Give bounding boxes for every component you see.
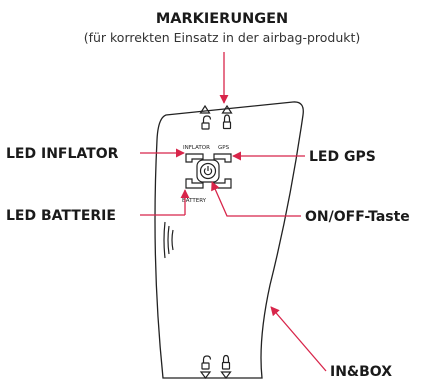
callout-led-battery: LED BATTERIE — [6, 208, 116, 224]
warning-triangle-icon — [221, 104, 233, 114]
device-label-inflator: INFLATOR — [183, 145, 210, 151]
device-label-gps: GPS — [218, 145, 230, 151]
unlock-icon — [201, 115, 212, 130]
callout-led-gps: LED GPS — [309, 149, 376, 165]
bottom-markings — [199, 354, 232, 379]
on-off-button[interactable] — [196, 159, 220, 183]
leader-inbox — [270, 306, 327, 372]
callout-led-inflator: LED INFLATOR — [6, 146, 119, 162]
power-icon — [203, 166, 213, 176]
device-label-battery: BATTERY — [182, 198, 207, 204]
lock-icon — [221, 354, 231, 370]
title: MARKIERUNGEN — [156, 11, 288, 27]
vent-slots — [163, 221, 174, 259]
top-markings — [199, 104, 233, 130]
led-battery-bracket — [185, 178, 204, 189]
unlock-icon — [201, 355, 212, 370]
down-triangle-icon — [220, 371, 232, 379]
warning-triangle-icon — [199, 104, 211, 114]
down-triangle-icon — [199, 371, 212, 379]
leader-on-off — [211, 181, 301, 217]
subtitle: (für korrekten Einsatz in der airbag-pro… — [84, 30, 361, 45]
led-gps-bracket — [213, 153, 232, 163]
device-body — [154, 101, 304, 379]
callout-on-off: ON/OFF-Taste — [305, 209, 410, 225]
lock-icon — [222, 114, 232, 130]
led-inflator-bracket — [185, 153, 204, 163]
callout-inbox: IN&BOX — [330, 364, 392, 380]
